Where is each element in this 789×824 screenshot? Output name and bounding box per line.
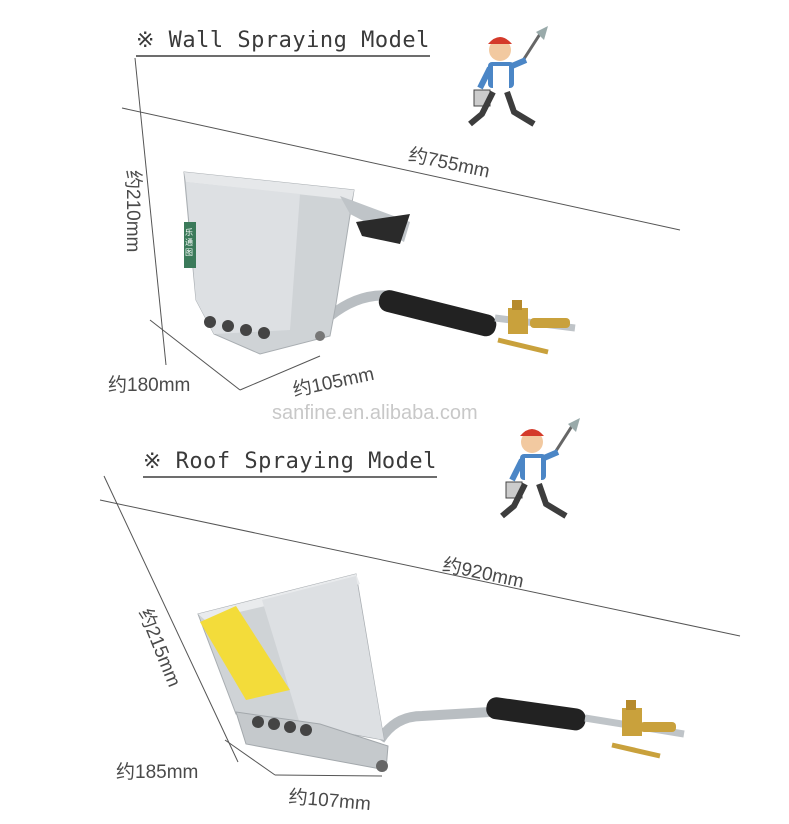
wall-model-title: ※ Wall Spraying Model: [136, 28, 430, 57]
watermark-text: sanfine.en.alibaba.com: [272, 402, 478, 424]
wall-label-chip-text: 乐通图: [185, 228, 193, 257]
wall-depth-label: 约180mm: [108, 375, 191, 396]
roof-model-title: ※ Roof Spraying Model: [143, 449, 437, 478]
roof-depth-label: 约185mm: [116, 762, 199, 783]
